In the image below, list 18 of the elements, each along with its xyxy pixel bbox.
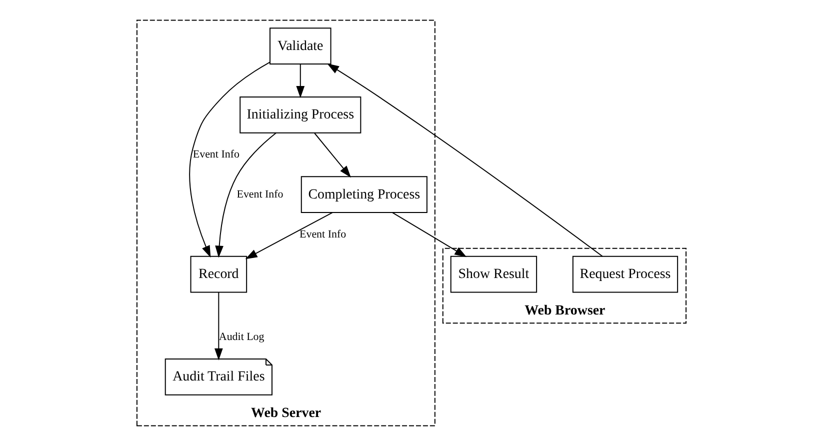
edge-label: Event Info — [192, 148, 240, 161]
arrow — [245, 212, 333, 260]
edge-label: Audit Log — [218, 330, 264, 343]
edge-label: Event Info — [236, 188, 284, 200]
arrow — [215, 132, 277, 258]
edge-label: Event Info — [300, 228, 346, 240]
node-box: Validate — [270, 28, 332, 65]
node-box: Record — [190, 256, 248, 293]
arrow — [189, 62, 270, 258]
arrow — [327, 63, 603, 257]
node-box: Completing Process — [300, 176, 428, 214]
arrow — [314, 132, 352, 178]
node-box: Initializing Process — [240, 96, 362, 134]
arrow — [296, 64, 305, 98]
arrow — [214, 292, 223, 360]
node-box: Show Result — [450, 256, 538, 293]
node-box: Request Process — [572, 256, 678, 293]
arrow — [392, 212, 467, 258]
